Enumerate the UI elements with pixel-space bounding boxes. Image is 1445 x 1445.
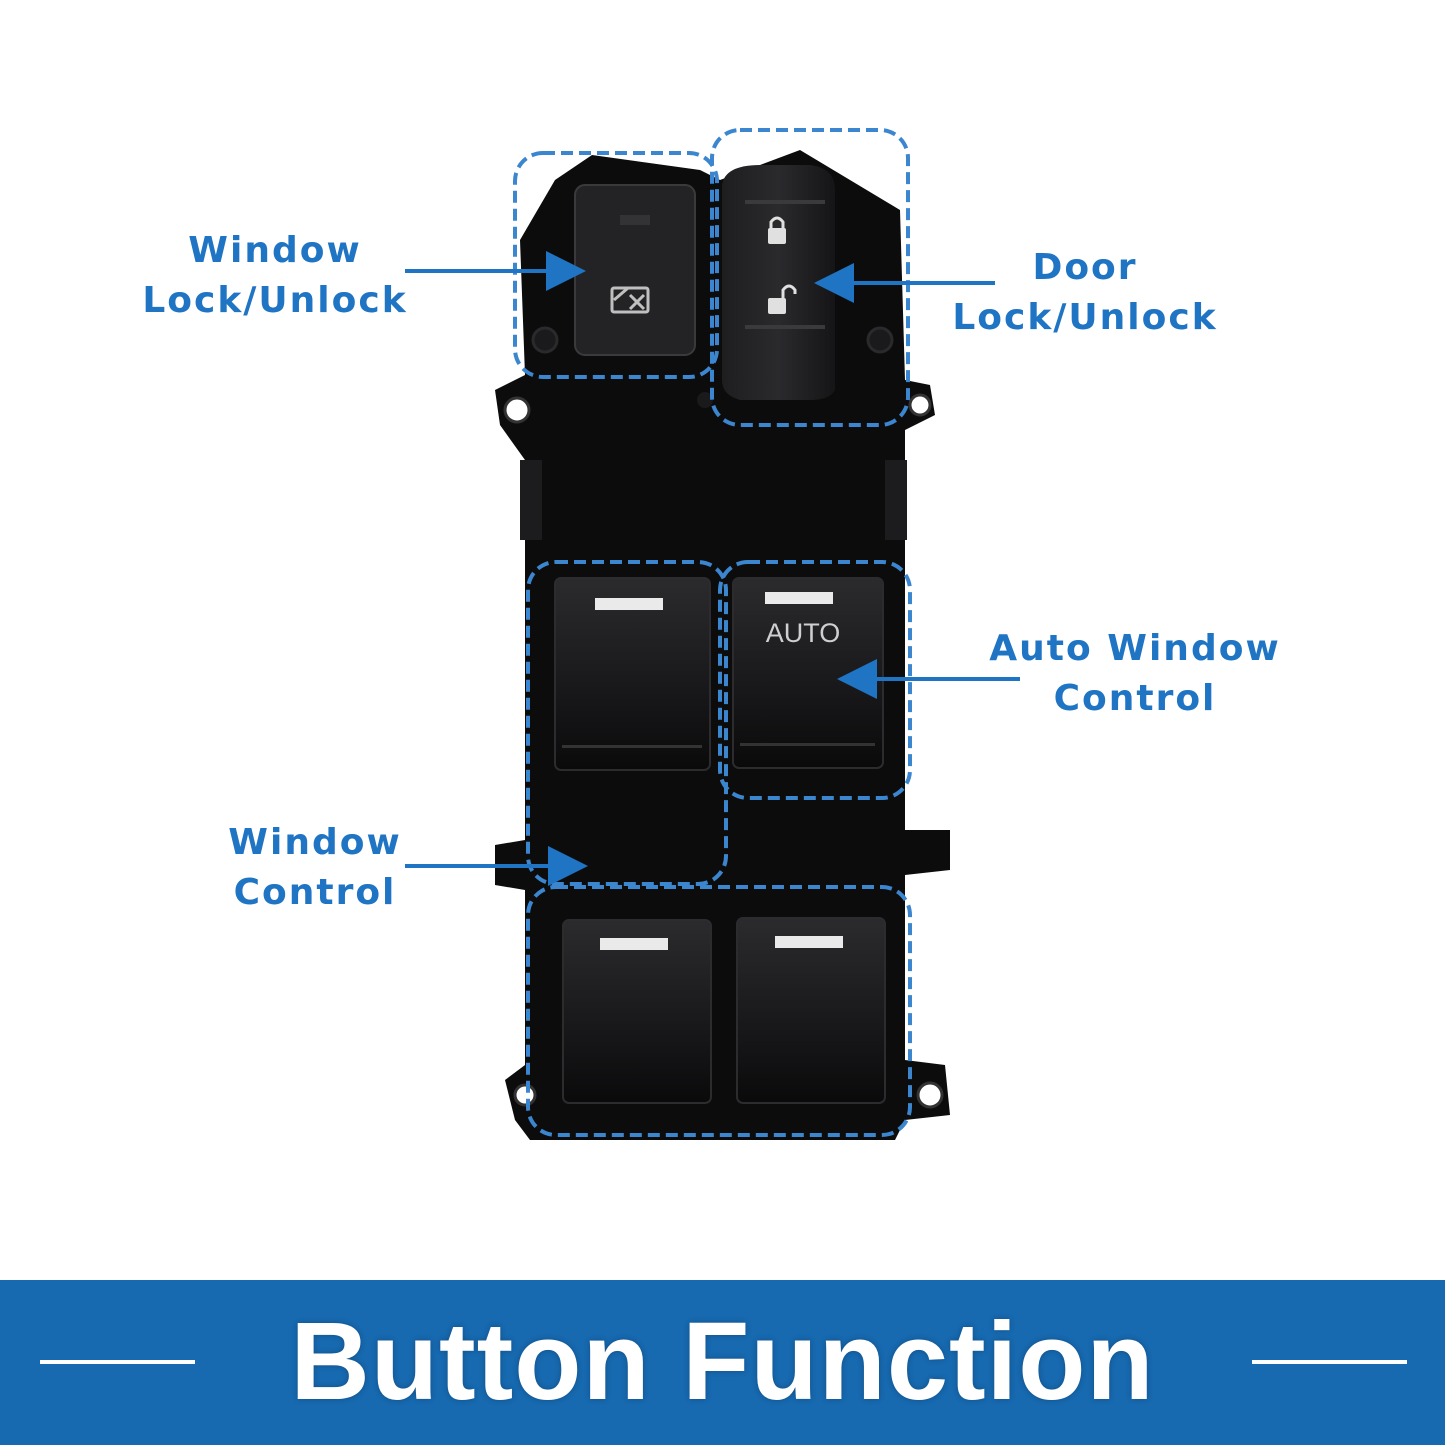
window-button-rear-right[interactable] [736,917,886,1104]
callout-door-lock: Door Lock/Unlock [935,243,1235,343]
lock-open-icon [768,284,797,314]
window-lock-button[interactable] [574,184,696,356]
callout-auto-window-line1: Auto Window [989,628,1281,669]
callout-window-lock-line1: Window [188,230,362,271]
auto-window-button[interactable]: AUTO [732,577,884,769]
window-button-rear-left[interactable] [562,919,712,1104]
callout-window-lock: Window Lock/Unlock [120,226,430,326]
window-lock-icon [610,286,650,314]
callout-auto-window: Auto Window Control [975,624,1295,724]
callout-door-lock-line2: Lock/Unlock [952,297,1218,338]
window-button-front-left[interactable] [554,577,711,771]
door-lock-rocker[interactable] [722,165,835,400]
callout-auto-window-line2: Control [1053,678,1217,719]
callout-window-lock-line2: Lock/Unlock [142,280,408,321]
title-banner: Button Function [0,1280,1445,1445]
banner-left-rule [40,1360,195,1364]
callout-window-control-line2: Control [233,872,397,913]
callout-arrows [405,251,1020,886]
outline-rear-buttons [526,885,912,1137]
callout-window-control: Window Control [195,818,435,918]
outline-front-left [526,560,728,886]
switch-housing [495,150,950,1140]
highlight-outlines [513,128,912,1137]
callout-door-lock-line1: Door [1032,247,1138,288]
banner-right-rule [1252,1360,1407,1364]
lock-closed-icon [768,216,786,244]
outline-window-lock [513,151,719,379]
outline-auto-window [718,560,912,800]
window-switch-illustration: AUTO [405,128,1020,1140]
banner-title: Button Function [290,1300,1155,1423]
callout-window-control-line1: Window [228,822,402,863]
auto-text: AUTO [766,618,841,648]
